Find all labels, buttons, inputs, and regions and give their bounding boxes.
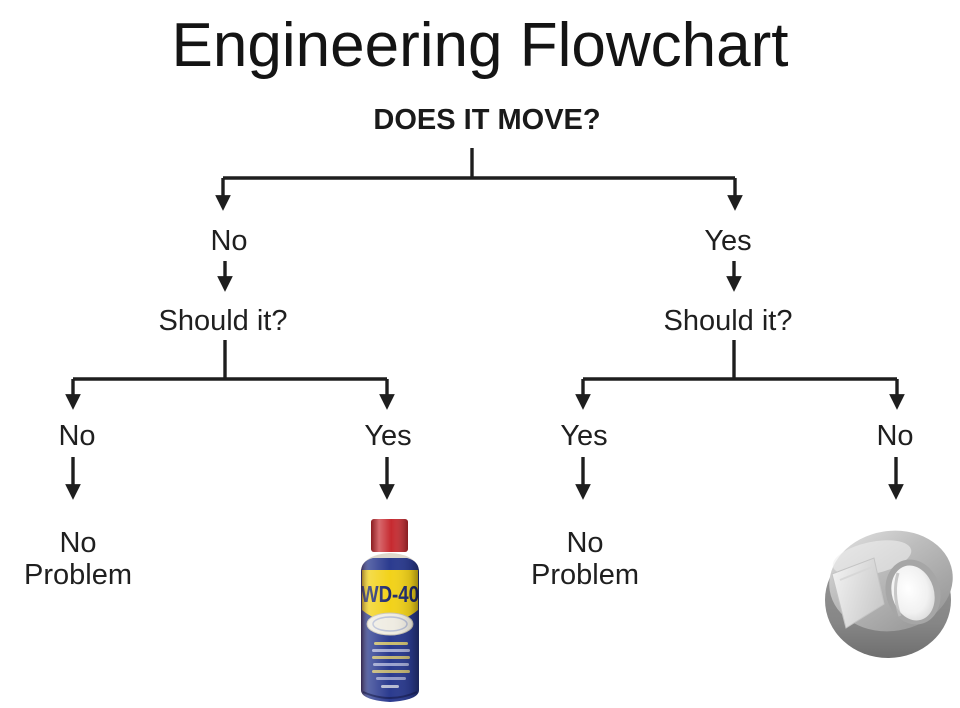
wd40-bottom-rim [362, 691, 418, 699]
right-question-should-it: Should it? [663, 305, 793, 337]
tape-flap-crease [839, 566, 873, 581]
branch-answer-right-yes: Yes [704, 225, 752, 257]
no-problem-left: No Problem [24, 527, 132, 591]
wd40-can-image: WD-40 [361, 519, 419, 702]
wd40-body-shading [361, 558, 419, 702]
tape-core-hole [891, 565, 935, 621]
left-subtree-no-label: No [58, 420, 96, 452]
left-question-should-it: Should it? [158, 305, 288, 337]
root-question: DOES IT MOVE? [373, 104, 601, 136]
no-problem-right: No Problem [531, 527, 639, 591]
left-subtree-yes-label: Yes [364, 420, 412, 452]
tape-peeled-flap [831, 557, 885, 629]
right-subtree-no-label: No [876, 420, 914, 452]
branch-answer-left-no: No [210, 225, 248, 257]
duct-tape-image [825, 530, 953, 658]
page-title: Engineering Flowchart [171, 11, 789, 80]
wd40-cap-shading [371, 519, 408, 552]
right-subtree-yes-label: Yes [560, 420, 608, 452]
tape-core-inner-shadow [893, 572, 902, 617]
